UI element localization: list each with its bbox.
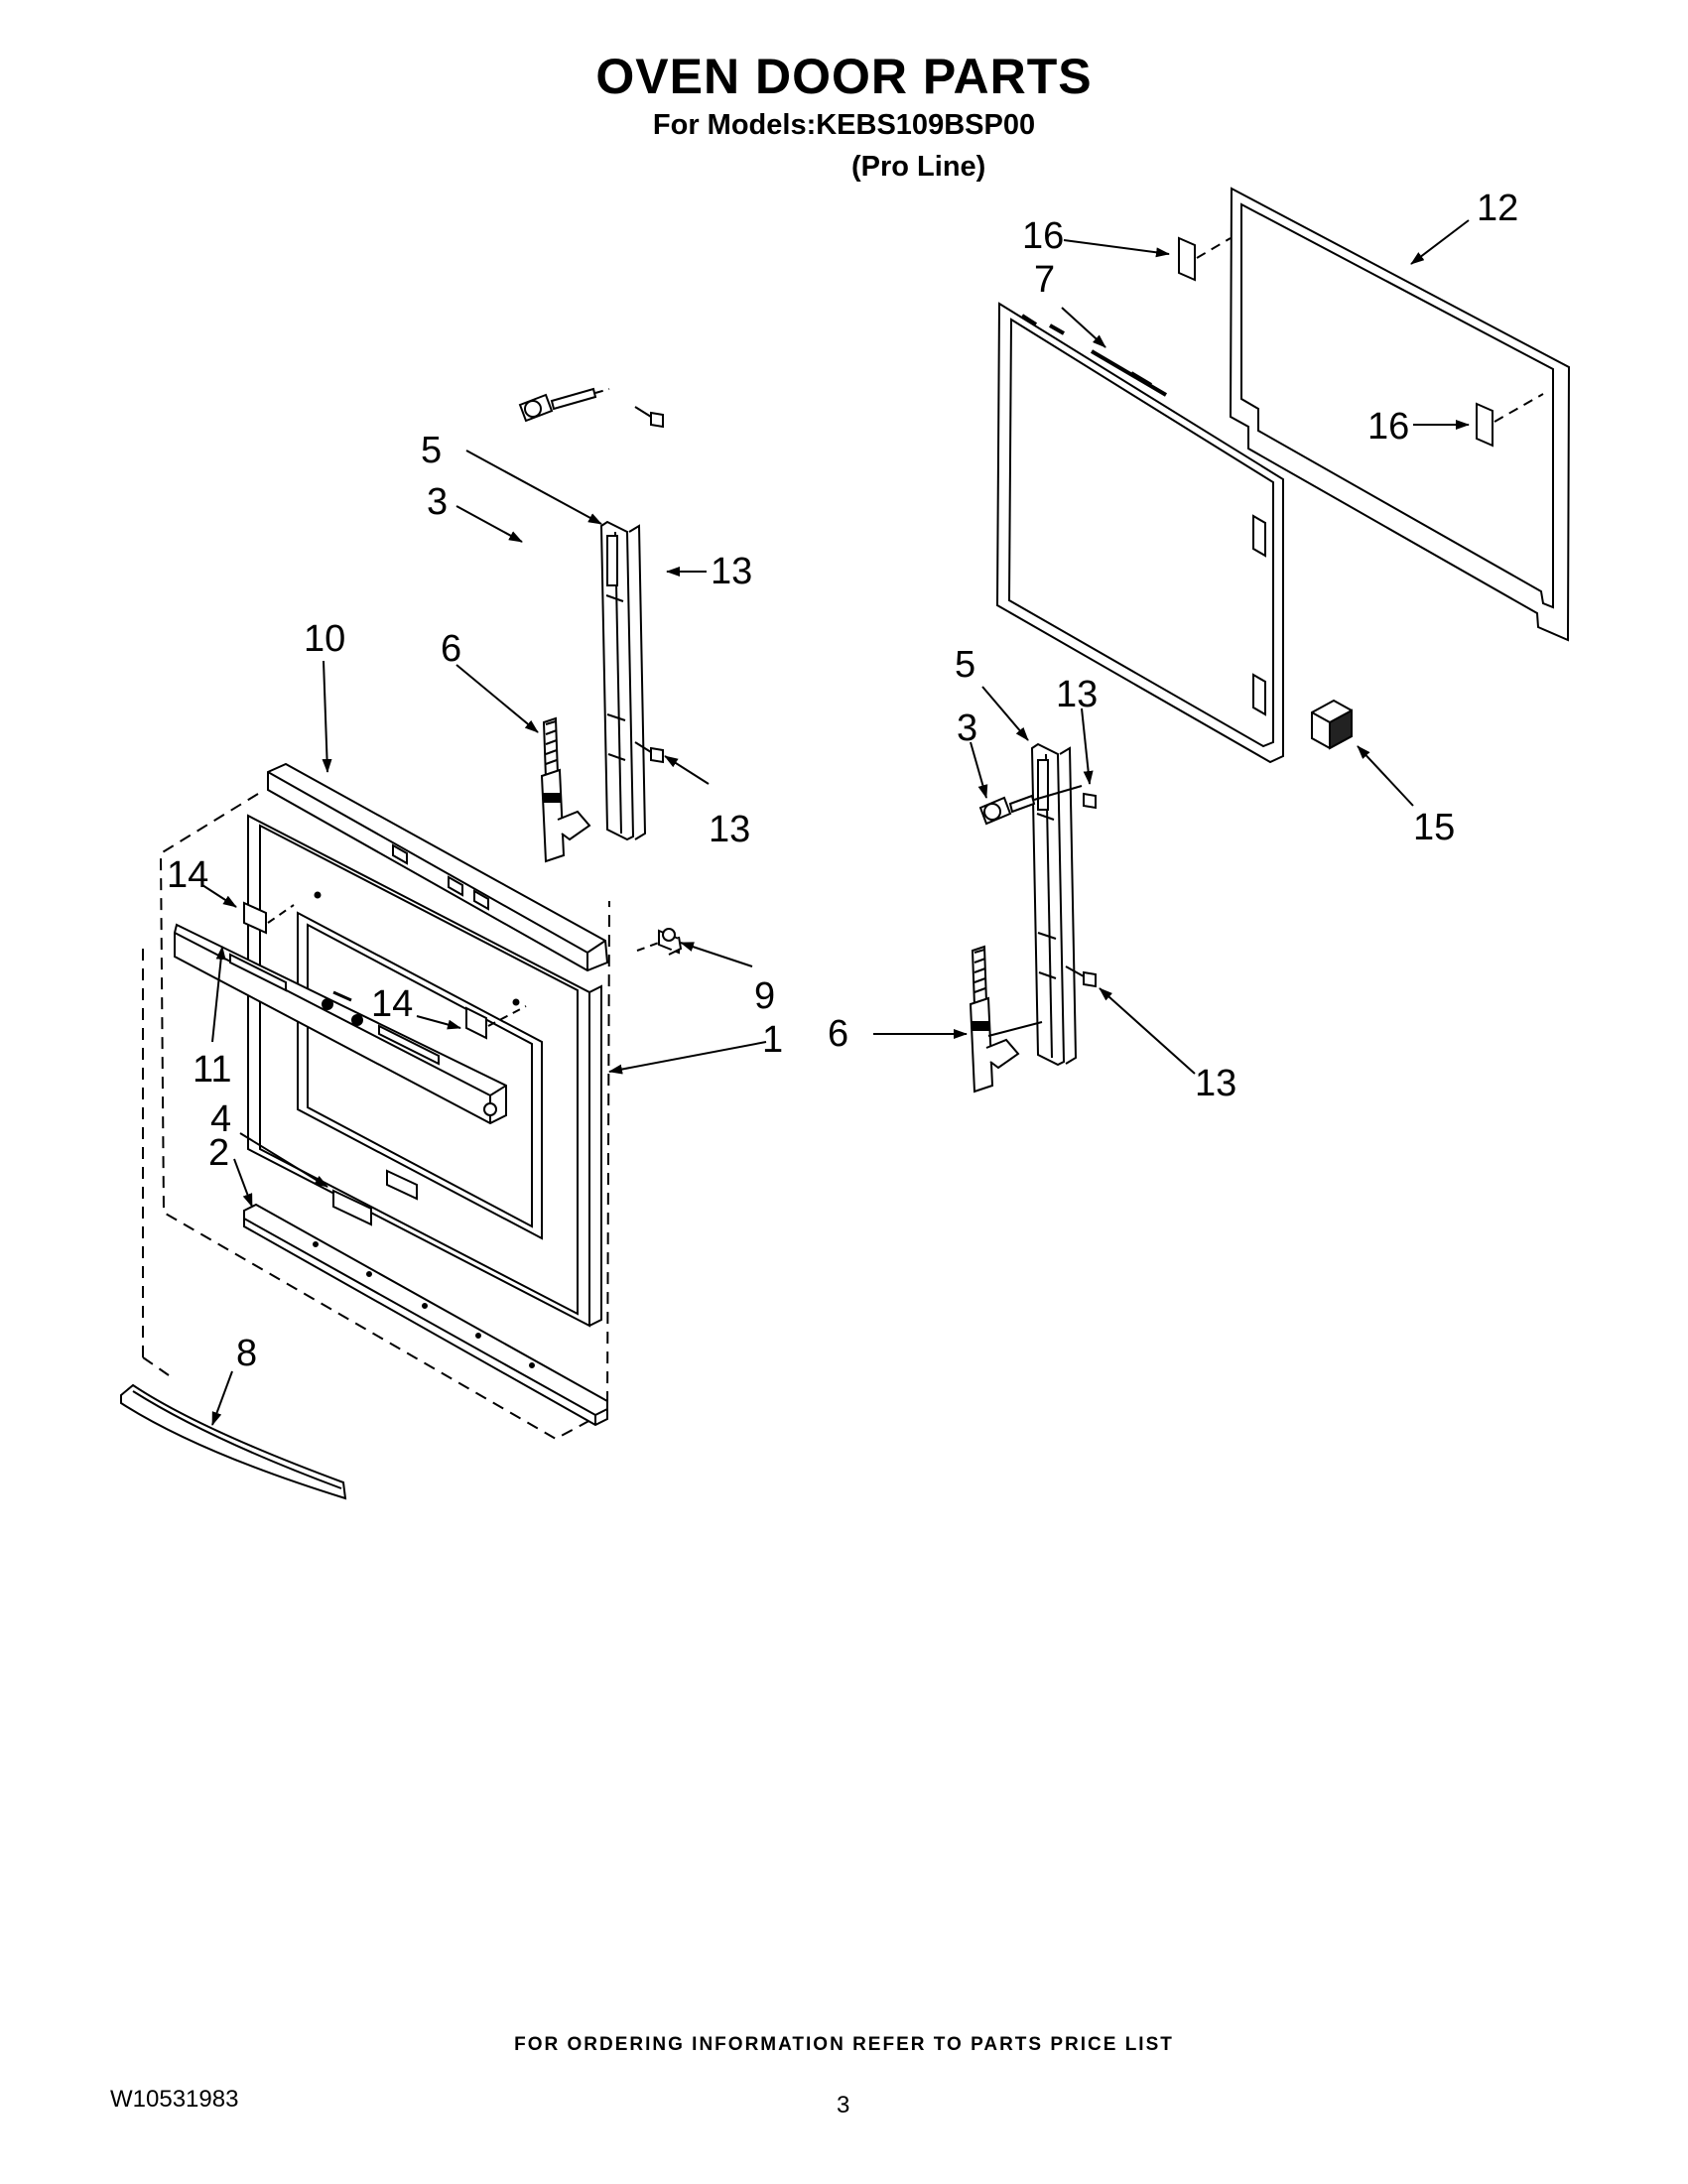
outer-glass-panel: [1229, 187, 1571, 642]
ordering-note: FOR ORDERING INFORMATION REFER TO PARTS …: [514, 2034, 1174, 2055]
callout-7: 7: [1034, 259, 1055, 301]
callout-5-lower: 5: [955, 644, 975, 686]
page-number: 3: [837, 2092, 850, 2119]
upper-hinge-channel: [599, 520, 647, 841]
handle-pad-left: [243, 901, 267, 935]
callout-6-upper: 6: [441, 628, 461, 670]
page-title: OVEN DOOR PARTS: [595, 49, 1093, 104]
callout-12: 12: [1477, 188, 1518, 229]
callout-3-upper: 3: [427, 481, 448, 523]
inner-door-frame: [995, 302, 1284, 764]
upper-hinge-screw: [518, 387, 597, 423]
callout-1: 1: [762, 1019, 783, 1061]
door-stop-block: [1311, 699, 1353, 750]
callout-14-left: 14: [167, 854, 208, 896]
lower-hinge-channel: [1030, 742, 1078, 1067]
door-rating-label: [332, 1169, 418, 1226]
callout-13-upper-a: 13: [711, 551, 752, 592]
door-bottom-trim: [243, 1203, 608, 1427]
upper-hinge-arm: [540, 716, 591, 863]
callout-6-lower: 6: [828, 1013, 848, 1055]
callout-11: 11: [193, 1049, 231, 1091]
callout-labels: 12 16 7 16 5 3 13 10 6 13 14 9 14 1 11 4…: [167, 188, 1518, 1374]
glass-label-upper: [1178, 236, 1196, 282]
handle-pad-right: [465, 1006, 487, 1040]
callout-8: 8: [236, 1333, 257, 1374]
door-handle: [120, 1383, 347, 1500]
callout-2: 2: [208, 1132, 229, 1174]
outer-door-panel: [247, 814, 602, 1328]
callout-3-lower: 3: [957, 707, 977, 749]
assembly-outline: [142, 793, 610, 1441]
model-line: For Models:KEBS109BSP00: [652, 109, 1036, 141]
document-number: W10531983: [110, 2086, 239, 2113]
lower-hinge-arm: [969, 945, 1020, 1093]
upper-hinge-clip-a: [650, 411, 664, 429]
product-line-note: (Pro Line): [851, 151, 986, 183]
lower-hinge-clip-a: [1083, 792, 1097, 810]
upper-hinge-clip-b: [650, 746, 664, 764]
callout-5-upper: 5: [421, 430, 442, 471]
callout-4: 4: [210, 1098, 231, 1140]
lower-hinge-clip-b: [1083, 970, 1097, 988]
callout-16-upper: 16: [1022, 215, 1064, 257]
glass-label-lower: [1476, 402, 1493, 448]
lower-hinge-screw: [978, 794, 1036, 826]
callout-10: 10: [304, 618, 345, 660]
leader-arrows: [201, 219, 1470, 1426]
callout-13-lower-b: 13: [1195, 1063, 1236, 1104]
callout-13-upper-b: 13: [709, 809, 750, 850]
callout-13-lower-a: 13: [1056, 674, 1098, 715]
callout-14-right: 14: [371, 983, 413, 1025]
door-top-trim: [267, 762, 609, 972]
handle-support-bar: [174, 923, 507, 1125]
callout-15: 15: [1413, 807, 1455, 848]
door-screw: [658, 928, 683, 956]
callout-16-lower: 16: [1367, 406, 1409, 448]
callout-9: 9: [754, 975, 775, 1017]
